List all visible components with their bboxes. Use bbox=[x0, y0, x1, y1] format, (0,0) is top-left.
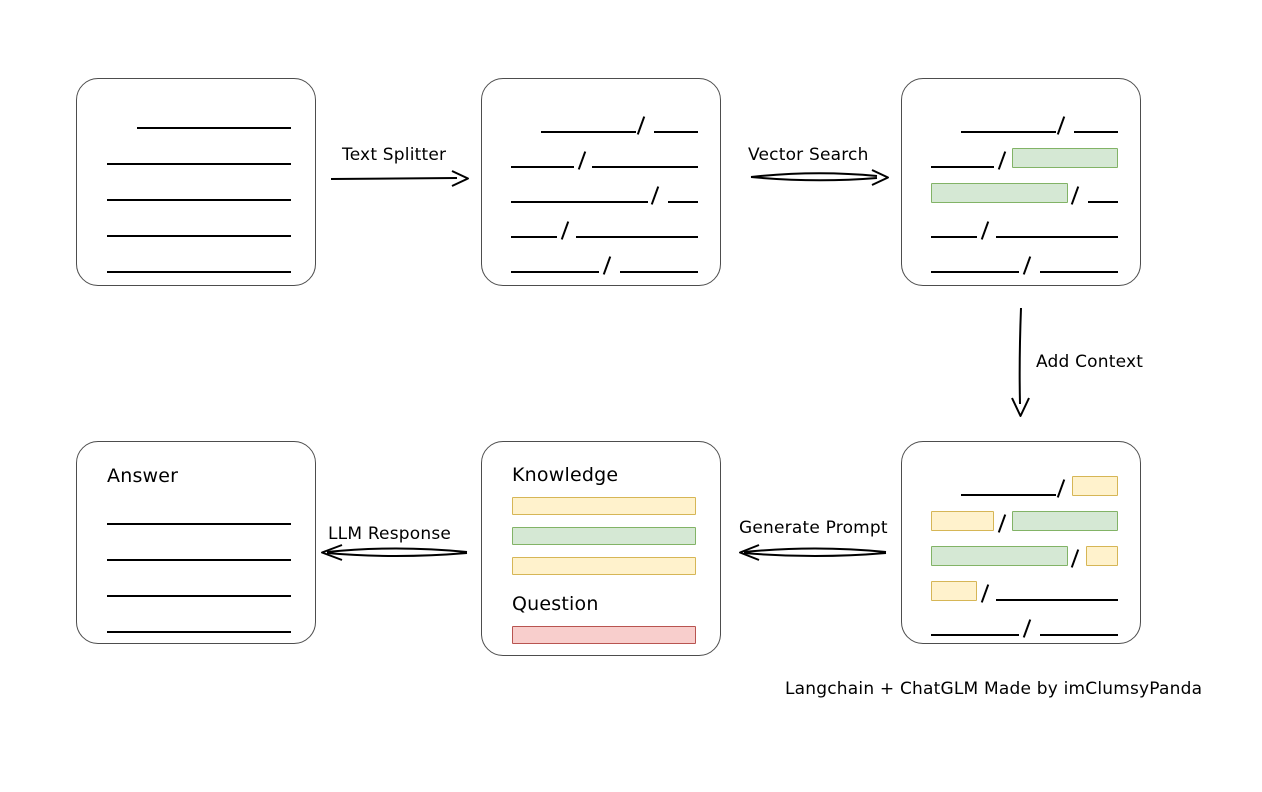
prompt-bar-yellow bbox=[512, 557, 696, 575]
highlight-chip-green bbox=[1012, 148, 1118, 168]
slash-separator bbox=[1070, 549, 1080, 568]
slash-separator bbox=[577, 151, 587, 170]
edge-label-vector-search: Vector Search bbox=[748, 145, 869, 165]
card-answer[interactable]: Answer bbox=[76, 441, 316, 644]
text-rule bbox=[1088, 201, 1118, 203]
edge-label-llm-response: LLM Response bbox=[328, 524, 452, 544]
text-rule bbox=[107, 631, 291, 633]
arrow-llm-response bbox=[321, 544, 468, 561]
slash-separator bbox=[602, 256, 612, 275]
text-rule bbox=[1040, 271, 1118, 273]
text-rule bbox=[931, 236, 977, 238]
footer-credit: Langchain + ChatGLM Made by imClumsyPand… bbox=[785, 679, 1203, 699]
prompt-bar-green bbox=[512, 527, 696, 545]
slash-separator bbox=[997, 514, 1007, 533]
highlight-chip-green bbox=[1012, 511, 1118, 531]
highlight-chip-yellow bbox=[931, 581, 977, 601]
text-rule bbox=[996, 599, 1118, 601]
prompt-section-heading-knowledge: Knowledge bbox=[512, 464, 619, 486]
highlight-chip-yellow bbox=[1086, 546, 1118, 566]
highlight-chip-yellow bbox=[931, 511, 994, 531]
text-rule bbox=[511, 271, 599, 273]
prompt-section-heading-question: Question bbox=[512, 593, 599, 615]
slash-separator bbox=[1022, 619, 1032, 638]
text-rule bbox=[1074, 131, 1118, 133]
prompt-bar-yellow bbox=[512, 497, 696, 515]
text-rule bbox=[107, 163, 291, 165]
arrow-vector-search bbox=[750, 169, 889, 186]
highlight-chip-green bbox=[931, 183, 1068, 203]
slash-separator bbox=[997, 151, 1007, 170]
text-rule bbox=[592, 166, 698, 168]
text-rule bbox=[931, 271, 1019, 273]
text-rule bbox=[107, 559, 291, 561]
card-split-chunks[interactable] bbox=[481, 78, 721, 286]
highlight-chip-green bbox=[931, 546, 1068, 566]
slash-separator bbox=[636, 116, 646, 135]
text-rule bbox=[137, 127, 291, 129]
slash-separator bbox=[1056, 116, 1066, 135]
card-matched-chunks[interactable] bbox=[901, 78, 1141, 286]
card-context-chunks[interactable] bbox=[901, 441, 1141, 644]
slash-separator bbox=[1056, 479, 1066, 498]
text-rule bbox=[541, 131, 636, 133]
text-rule bbox=[107, 271, 291, 273]
text-rule bbox=[931, 166, 994, 168]
text-rule bbox=[107, 235, 291, 237]
edge-label-add-context: Add Context bbox=[1036, 352, 1144, 372]
text-rule bbox=[107, 199, 291, 201]
text-rule bbox=[511, 201, 648, 203]
arrow-add-context bbox=[1011, 307, 1030, 417]
edge-label-text-splitter: Text Splitter bbox=[342, 145, 447, 165]
text-rule bbox=[107, 595, 291, 597]
text-rule bbox=[961, 131, 1056, 133]
slash-separator bbox=[560, 221, 570, 240]
arrow-generate-prompt bbox=[739, 544, 887, 561]
slash-separator bbox=[980, 584, 990, 603]
slash-separator bbox=[1022, 256, 1032, 275]
answer-title: Answer bbox=[107, 465, 179, 487]
text-rule bbox=[107, 523, 291, 525]
card-source-document[interactable] bbox=[76, 78, 316, 286]
slash-separator bbox=[1070, 186, 1080, 205]
text-rule bbox=[961, 494, 1056, 496]
slash-separator bbox=[650, 186, 660, 205]
text-rule bbox=[576, 236, 698, 238]
arrow-text-splitter bbox=[330, 170, 469, 187]
text-rule bbox=[654, 131, 698, 133]
text-rule bbox=[1040, 634, 1118, 636]
text-rule bbox=[511, 236, 557, 238]
highlight-chip-yellow bbox=[1072, 476, 1118, 496]
edge-label-generate-prompt: Generate Prompt bbox=[739, 518, 888, 538]
slash-separator bbox=[980, 221, 990, 240]
text-rule bbox=[511, 166, 574, 168]
text-rule bbox=[931, 634, 1019, 636]
text-rule bbox=[620, 271, 698, 273]
text-rule bbox=[996, 236, 1118, 238]
prompt-bar-red bbox=[512, 626, 696, 644]
text-rule bbox=[668, 201, 698, 203]
